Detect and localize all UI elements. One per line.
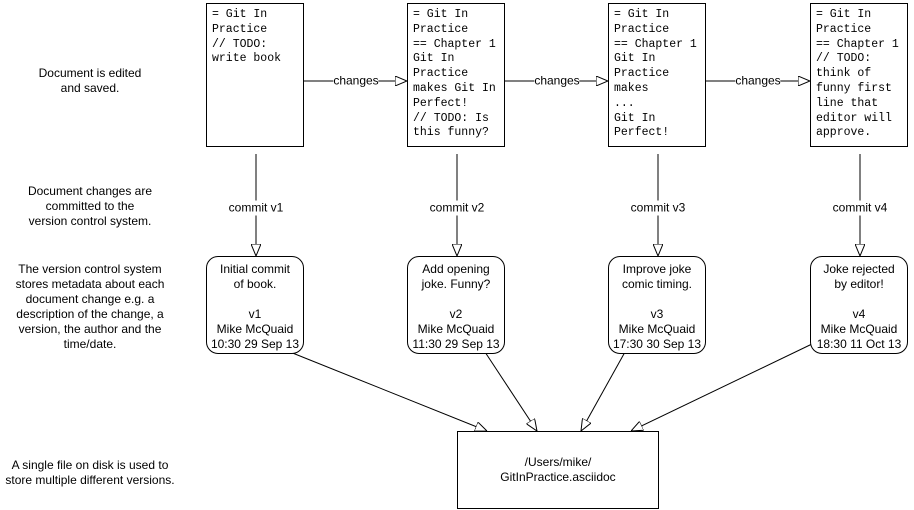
author: Mike McQuaid <box>618 322 696 336</box>
description-single-file: A single file on disk is used to store m… <box>5 458 175 487</box>
changes-label-3: changes <box>735 73 781 89</box>
commit-metadata-v4: Joke rejected by editor! v4 Mike McQuaid… <box>810 256 908 354</box>
changes-label-2: changes <box>534 73 580 89</box>
document-version-3: = Git In Practice == Chapter 1 Git In Pr… <box>608 3 706 147</box>
document-version-4: = Git In Practice == Chapter 1 // TODO: … <box>810 3 908 147</box>
commit-metadata-v2: Add opening joke. Funny? v2 Mike McQuaid… <box>407 256 505 354</box>
version: v4 <box>852 307 866 321</box>
file-on-disk: /Users/mike/ GitInPractice.asciidoc <box>457 431 659 509</box>
author: Mike McQuaid <box>216 322 294 336</box>
author: Mike McQuaid <box>820 322 898 336</box>
store-arrow-2 <box>484 351 537 431</box>
commit-label-v3: commit v3 <box>630 200 686 216</box>
version: v3 <box>650 307 664 321</box>
date: 11:30 29 Sep 13 <box>412 337 500 351</box>
commit-label-v2: commit v2 <box>429 200 485 216</box>
document-version-2: = Git In Practice == Chapter 1 Git In Pr… <box>407 3 505 147</box>
date: 17:30 30 Sep 13 <box>612 337 702 351</box>
document-version-1: = Git In Practice // TODO: write book <box>206 3 304 147</box>
file-path-line-1: /Users/mike/ <box>524 455 592 469</box>
changes-label-1: changes <box>333 73 379 89</box>
store-arrow-4 <box>631 343 813 431</box>
store-arrow-3 <box>581 351 626 431</box>
commit-label-v1: commit v1 <box>228 200 284 216</box>
author: Mike McQuaid <box>417 322 495 336</box>
date: 10:30 29 Sep 13 <box>210 337 300 351</box>
commit-metadata-v3: Improve joke comic timing. v3 Mike McQua… <box>608 256 706 354</box>
version: v1 <box>248 307 262 321</box>
file-path-line-2: GitInPractice.asciidoc <box>500 470 616 484</box>
version: v2 <box>449 307 463 321</box>
commit-metadata-v1: Initial commit of book. v1 Mike McQuaid … <box>206 256 304 354</box>
date: 18:30 11 Oct 13 <box>816 337 902 351</box>
commit-label-v4: commit v4 <box>832 200 888 216</box>
store-arrow-1 <box>289 351 487 431</box>
description-edited: Document is edited and saved. <box>38 66 142 95</box>
description-metadata: The version control system stores metada… <box>15 262 165 351</box>
description-committed: Document changes are committed to the ve… <box>27 184 153 228</box>
